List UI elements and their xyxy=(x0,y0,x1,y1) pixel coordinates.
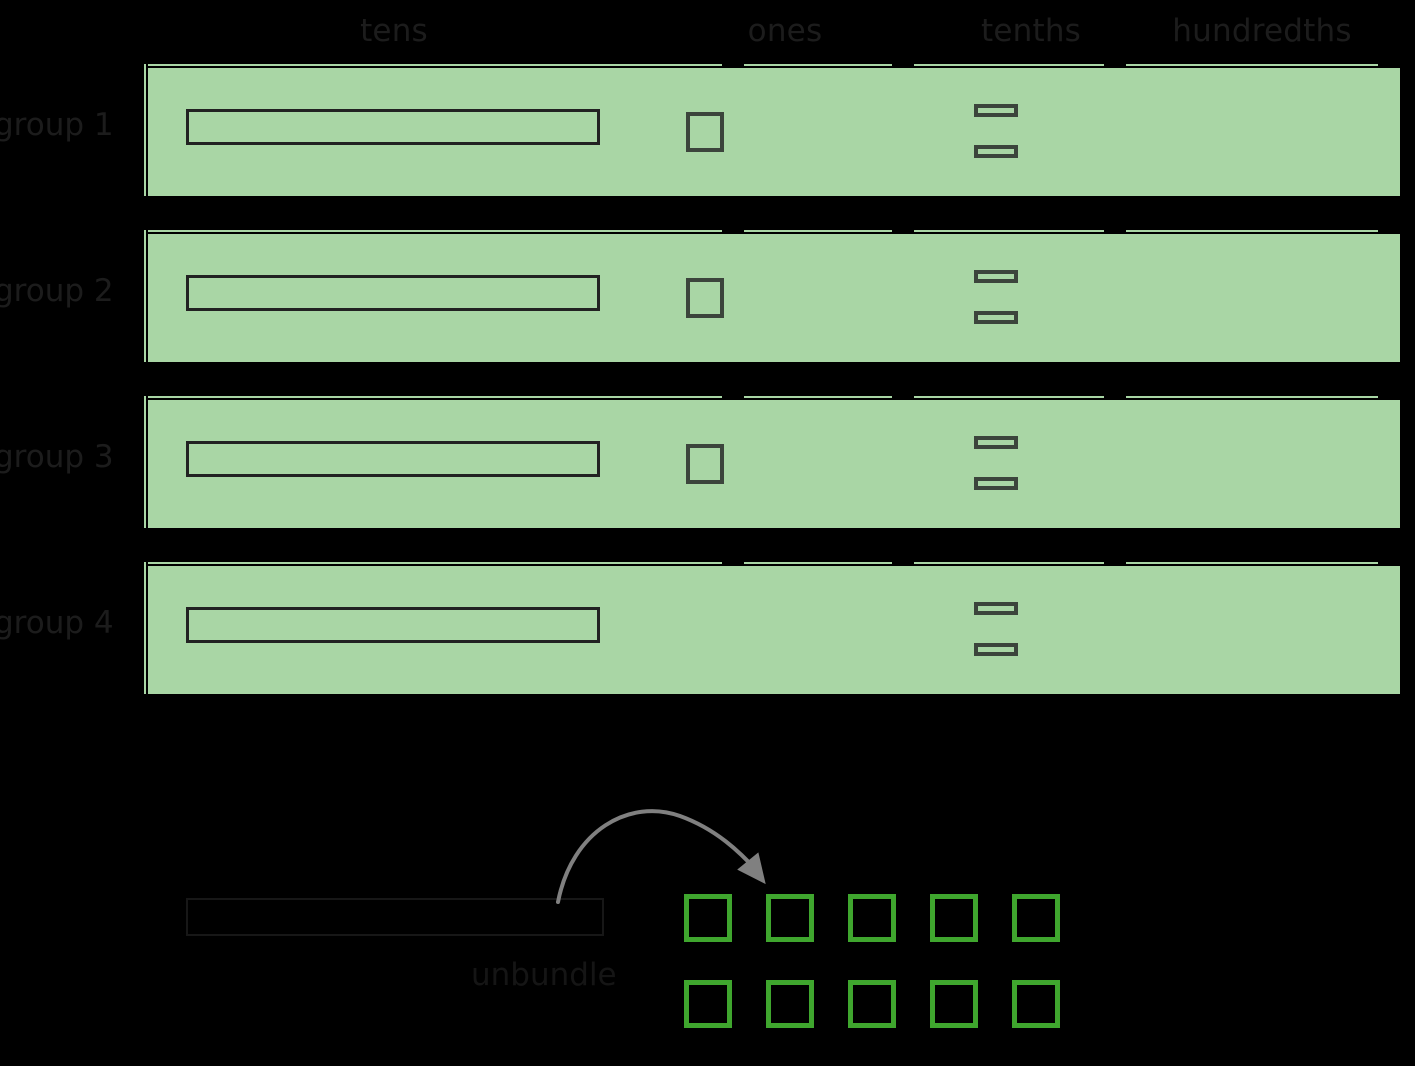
column-header-hundredths: hundredths xyxy=(1172,13,1352,49)
tenth-stick[interactable] xyxy=(974,436,1018,449)
group-row-4[interactable] xyxy=(144,562,1400,694)
tenth-stick[interactable] xyxy=(974,270,1018,283)
bar-top-rule-hundredths xyxy=(1126,562,1378,564)
bar-top-rule-tens xyxy=(148,64,722,66)
unbundled-ones-grid xyxy=(684,894,1094,1066)
bar-top-rule-hundredths xyxy=(1126,396,1378,398)
unbundled-one-cube[interactable] xyxy=(848,894,896,942)
tenth-stick[interactable] xyxy=(974,311,1018,324)
ten-rod[interactable] xyxy=(186,441,600,477)
group-label-2: group 2 xyxy=(0,273,114,309)
column-header-tenths: tenths xyxy=(980,13,1082,49)
bar-top-rule-ones xyxy=(744,64,892,66)
bar-left-edge xyxy=(144,396,146,528)
column-header-ones: ones xyxy=(747,13,823,49)
bar-top-rule-tenths xyxy=(914,64,1104,66)
bar-left-edge xyxy=(144,230,146,362)
tenth-stick[interactable] xyxy=(974,602,1018,615)
unbundled-one-cube[interactable] xyxy=(1012,980,1060,1028)
unbundled-one-cube[interactable] xyxy=(684,980,732,1028)
one-cube[interactable] xyxy=(686,278,724,318)
group-row-3[interactable] xyxy=(144,396,1400,528)
bar-top-rule-tenths xyxy=(914,230,1104,232)
unbundled-one-cube[interactable] xyxy=(684,894,732,942)
tenth-stick[interactable] xyxy=(974,145,1018,158)
bar-top-rule-ones xyxy=(744,230,892,232)
bar-top-rule-ones xyxy=(744,396,892,398)
ten-rod[interactable] xyxy=(186,109,600,145)
unbundle-source-ten-rod[interactable] xyxy=(186,898,604,936)
ten-rod[interactable] xyxy=(186,607,600,643)
bar-top-rule-tens xyxy=(148,396,722,398)
unbundled-one-cube[interactable] xyxy=(766,980,814,1028)
bar-top-rule-ones xyxy=(744,562,892,564)
bar-top-rule-tens xyxy=(148,562,722,564)
group-label-3: group 3 xyxy=(0,439,114,475)
column-header-tens: tens xyxy=(360,13,428,49)
unbundled-one-cube[interactable] xyxy=(930,980,978,1028)
group-label-4: group 4 xyxy=(0,605,114,641)
bar-top-rule-tenths xyxy=(914,396,1104,398)
bar-top-rule-tenths xyxy=(914,562,1104,564)
bar-top-rule-hundredths xyxy=(1126,230,1378,232)
one-cube[interactable] xyxy=(686,444,724,484)
group-label-1: group 1 xyxy=(0,107,114,143)
bar-left-edge xyxy=(144,64,146,196)
bar-top-rule-hundredths xyxy=(1126,64,1378,66)
unbundled-one-cube[interactable] xyxy=(1012,894,1060,942)
group-row-1[interactable] xyxy=(144,64,1400,196)
bar-top-rule-tens xyxy=(148,230,722,232)
one-cube[interactable] xyxy=(686,112,724,152)
tenth-stick[interactable] xyxy=(974,477,1018,490)
unbundled-one-cube[interactable] xyxy=(766,894,814,942)
unbundled-one-cube[interactable] xyxy=(930,894,978,942)
unbundled-one-cube[interactable] xyxy=(848,980,896,1028)
tenth-stick[interactable] xyxy=(974,104,1018,117)
unbundle-label: unbundle xyxy=(471,957,617,993)
bar-left-edge xyxy=(144,562,146,694)
tenth-stick[interactable] xyxy=(974,643,1018,656)
group-row-2[interactable] xyxy=(144,230,1400,362)
ten-rod[interactable] xyxy=(186,275,600,311)
unbundle-arrow-icon xyxy=(556,809,766,904)
